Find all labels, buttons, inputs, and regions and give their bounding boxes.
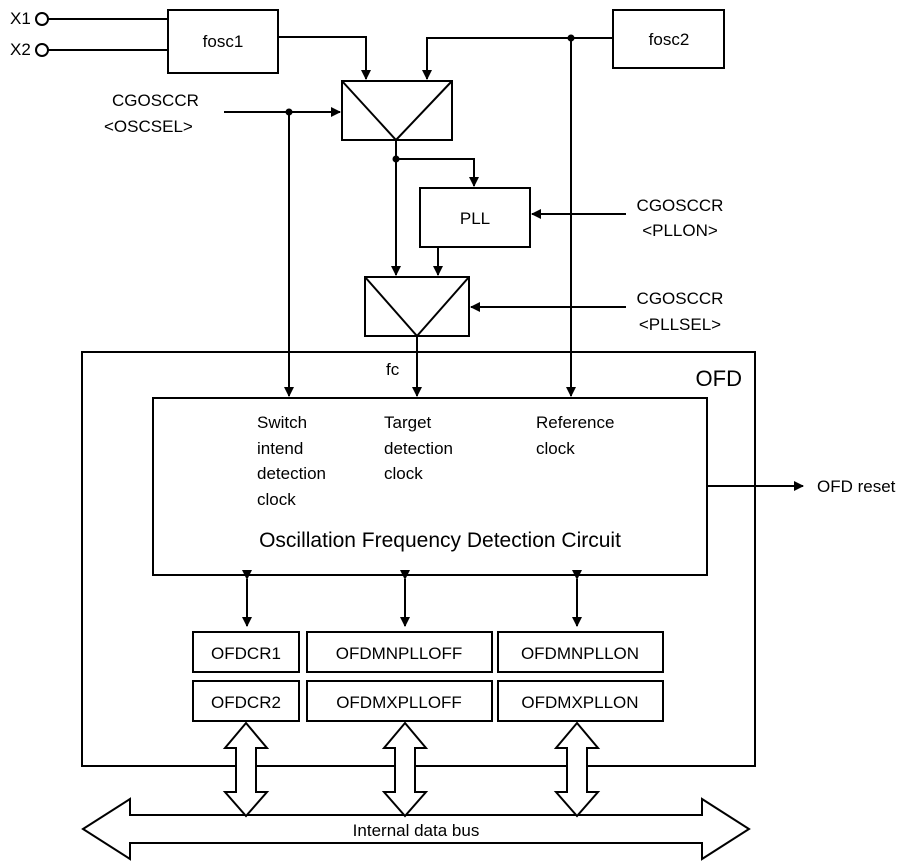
internal-data-bus-arrow xyxy=(81,797,751,861)
ofdmxplloff-register-box xyxy=(306,680,493,722)
ofdmxplloff-register-label: OFDMXPLLOFF xyxy=(336,693,462,712)
ofdmnpllon-register-box xyxy=(497,631,664,673)
reference-clock-label-line1: Reference xyxy=(536,413,614,432)
pll-box xyxy=(419,187,531,248)
fc-label: fc xyxy=(386,360,400,379)
target-clock-label-line2: detection xyxy=(384,439,453,458)
switch-clock-label-line4: clock xyxy=(257,490,296,509)
pllon-field-label: <PLLON> xyxy=(642,221,718,240)
detection-circuit-box xyxy=(152,397,708,576)
fosc1-box xyxy=(167,9,279,74)
fosc2-box xyxy=(612,9,725,69)
ofdcr2-register-box xyxy=(192,680,300,722)
detection-circuit-title: Oscillation Frequency Detection Circuit xyxy=(259,529,621,552)
x2-pin-label: X2 xyxy=(10,40,31,59)
ofdcr1-register-box xyxy=(192,631,300,673)
bus-connector-arrow-2 xyxy=(381,721,429,818)
pll-selector-box xyxy=(364,276,470,337)
ofdmnplloff-register-label: OFDMNPLLOFF xyxy=(336,644,463,663)
pll-label: PLL xyxy=(460,209,490,228)
target-clock-label-line3: clock xyxy=(384,464,423,483)
ofdcr2-register-label: OFDCR2 xyxy=(211,693,281,712)
fosc1-label: fosc1 xyxy=(203,32,244,51)
ofd-reset-label: OFD reset xyxy=(817,477,896,496)
ofdmnpllon-register-label: OFDMNPLLON xyxy=(521,644,639,663)
pllsel-register-label: CGOSCCR xyxy=(637,289,724,308)
osc-selector-box xyxy=(341,80,453,141)
reference-clock-label-line2: clock xyxy=(536,439,575,458)
oscsel-register-label: CGOSCCR xyxy=(112,91,199,110)
x1-pin-label: X1 xyxy=(10,9,31,28)
fosc2-label: fosc2 xyxy=(649,30,690,49)
pllsel-field-label: <PLLSEL> xyxy=(639,315,721,334)
x1-pin-icon xyxy=(35,12,49,26)
fosc1-to-mux-wire xyxy=(278,36,371,80)
ofdmxpllon-register-label: OFDMXPLLON xyxy=(521,693,638,712)
bus-connector-arrow-3 xyxy=(553,721,601,818)
switch-clock-label-line3: detection xyxy=(257,464,326,483)
target-clock-label-line1: Target xyxy=(384,413,432,432)
ofd-block-label: OFD xyxy=(696,366,742,391)
fosc2-to-mux-wire xyxy=(422,37,613,80)
ofdmxpllon-register-box xyxy=(497,680,664,722)
ofdmnplloff-register-box xyxy=(306,631,493,673)
pllon-register-label: CGOSCCR xyxy=(637,196,724,215)
ofdcr1-register-label: OFDCR1 xyxy=(211,644,281,663)
osc-to-pll-wire xyxy=(396,158,479,187)
internal-data-bus-label: Internal data bus xyxy=(353,821,480,840)
switch-clock-label-line2: intend xyxy=(257,439,303,458)
switch-clock-label-line1: Switch xyxy=(257,413,307,432)
oscsel-field-label: <OSCSEL> xyxy=(104,117,193,136)
ofd-block xyxy=(81,351,756,767)
x2-pin-icon xyxy=(35,43,49,57)
bus-connector-arrow-1 xyxy=(222,721,270,818)
